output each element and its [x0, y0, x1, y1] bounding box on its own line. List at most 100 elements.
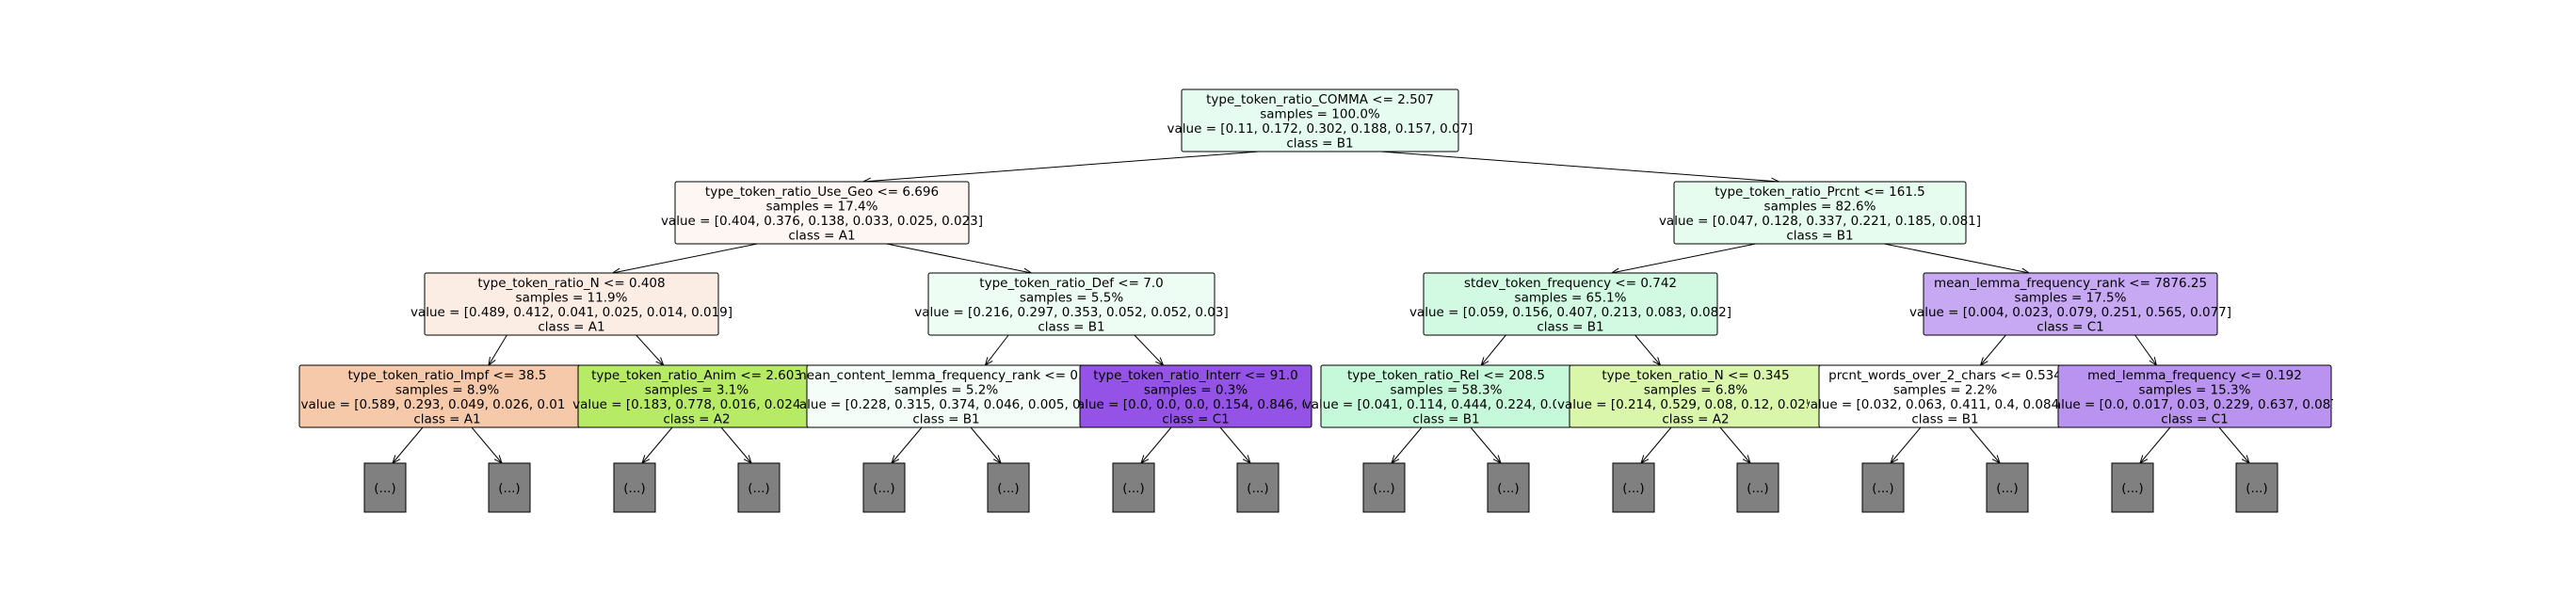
node-samples: samples = 8.9% [395, 383, 499, 398]
node-value: value = [0.041, 0.114, 0.444, 0.224, 0.0… [1304, 397, 1588, 412]
leaf-box [2235, 462, 2278, 513]
truncated-leaf: (...) [862, 462, 906, 513]
tree-node-n13: prcnt_words_over_2_chars <= 0.534samples… [1803, 364, 2087, 428]
node-class: class = C1 [1162, 412, 1229, 427]
leaf-box [1986, 462, 2029, 513]
tree-edge-n3-n8 [636, 334, 665, 366]
tree-edge-n3-n7 [488, 334, 507, 367]
node-class: class = A1 [788, 229, 855, 244]
edge-line [886, 243, 1032, 274]
node-box [2057, 364, 2332, 428]
node-split-rule: type_token_ratio_N <= 0.408 [477, 276, 665, 291]
leaf-label: (...) [873, 481, 894, 496]
tree-node-n1: type_token_ratio_Use_Geo <= 6.696samples… [661, 181, 983, 245]
leaf-box [1236, 462, 1280, 513]
node-box [1181, 88, 1459, 152]
truncated-leaf: (...) [1861, 462, 1905, 513]
node-samples: samples = 100.0% [1260, 107, 1380, 122]
node-class: class = B1 [1412, 412, 1479, 427]
edge-line [1969, 426, 2001, 464]
edge-line [2134, 334, 2157, 366]
tree-edge-n1-n3 [611, 243, 758, 276]
leaf-label: (...) [2121, 481, 2143, 496]
leaf-edge-n14-0 [2139, 426, 2171, 465]
node-samples: samples = 17.5% [2015, 291, 2127, 306]
node-value: value = [0.047, 0.128, 0.337, 0.221, 0.1… [1659, 214, 1981, 229]
node-value: value = [0.404, 0.376, 0.138, 0.033, 0.0… [661, 214, 983, 229]
truncated-leaf: (...) [1736, 462, 1779, 513]
tree-node-n6: mean_lemma_frequency_rank <= 7876.25samp… [1909, 272, 2231, 336]
leaf-edge-n8-1 [720, 426, 752, 465]
node-class: class = B1 [1911, 412, 1978, 427]
leaf-box [2111, 462, 2154, 513]
node-split-rule: type_token_ratio_Interr <= 91.0 [1093, 368, 1298, 383]
node-class: class = B1 [1786, 229, 1853, 244]
leaf-edge-n10-0 [1140, 426, 1172, 465]
node-class: class = B1 [1537, 320, 1603, 335]
node-class: class = C1 [2037, 320, 2103, 335]
node-box [1923, 272, 2218, 336]
leaf-label: (...) [623, 481, 645, 496]
edge-line [985, 334, 1009, 366]
node-value: value = [0.032, 0.063, 0.411, 0.4, 0.084… [1803, 397, 2087, 412]
node-value: value = [0.214, 0.529, 0.08, 0.12, 0.025… [1557, 397, 1834, 412]
tree-node-n9: mean_content_lemma_frequency_rank <= 0.5… [792, 364, 1101, 428]
node-box [1079, 364, 1312, 428]
edge-arrowhead [2149, 357, 2158, 367]
tree-edge-n0-n2 [1380, 151, 1780, 185]
leaf-label: (...) [1747, 481, 1768, 496]
node-split-rule: mean_lemma_frequency_rank <= 7876.25 [1934, 276, 2207, 291]
tree-edge-n5-n11 [1480, 334, 1506, 367]
tree-edge-n1-n4 [886, 243, 1033, 276]
truncated-leaf: (...) [1362, 462, 1406, 513]
edge-line [636, 334, 665, 366]
tree-edge-n2-n6 [1884, 243, 2031, 276]
node-samples: samples = 65.1% [1515, 291, 1627, 306]
node-samples: samples = 5.2% [894, 383, 998, 398]
edge-line [1219, 426, 1251, 464]
node-value: value = [0.183, 0.778, 0.016, 0.024, 0. [572, 397, 821, 412]
leaf-label: (...) [1497, 481, 1519, 496]
node-value: value = [0.589, 0.293, 0.049, 0.026, 0.0… [300, 397, 593, 412]
leaf-edge-n7-1 [471, 426, 503, 465]
edge-line [1480, 334, 1506, 366]
node-split-rule: type_token_ratio_Rel <= 208.5 [1347, 368, 1545, 383]
edge-line [970, 426, 1002, 464]
node-box [424, 272, 719, 336]
leaf-label: (...) [374, 481, 395, 496]
leaf-label: (...) [498, 481, 520, 496]
edge-line [891, 426, 923, 464]
edge-line [862, 151, 1260, 183]
edge-line [1140, 426, 1172, 464]
edge-line [1611, 243, 1756, 274]
node-value: value = [0.0, 0.0, 0.0, 0.154, 0.846, 0.… [1070, 397, 1322, 412]
leaf-edge-n10-1 [1219, 426, 1251, 465]
truncated-leaf: (...) [488, 462, 531, 513]
truncated-leaf: (...) [987, 462, 1030, 513]
node-split-rule: med_lemma_frequency <= 0.192 [2087, 368, 2302, 383]
leaf-edge-n11-0 [1391, 426, 1423, 465]
node-value: value = [0.489, 0.412, 0.041, 0.025, 0.0… [411, 305, 733, 320]
node-samples: samples = 5.5% [1020, 291, 1123, 306]
leaf-box [1362, 462, 1406, 513]
leaf-box [1487, 462, 1530, 513]
edge-line [1640, 426, 1672, 464]
tree-edges [392, 151, 2250, 465]
node-value: value = [0.228, 0.315, 0.374, 0.046, 0.0… [792, 397, 1101, 412]
leaf-label: (...) [1373, 481, 1394, 496]
edge-arrowhead [488, 357, 496, 367]
edge-line [1884, 243, 2030, 274]
node-value: value = [0.0, 0.017, 0.03, 0.229, 0.637,… [2046, 397, 2343, 412]
node-text-group: mean_content_lemma_frequency_rank <= 0.5… [792, 368, 1101, 427]
